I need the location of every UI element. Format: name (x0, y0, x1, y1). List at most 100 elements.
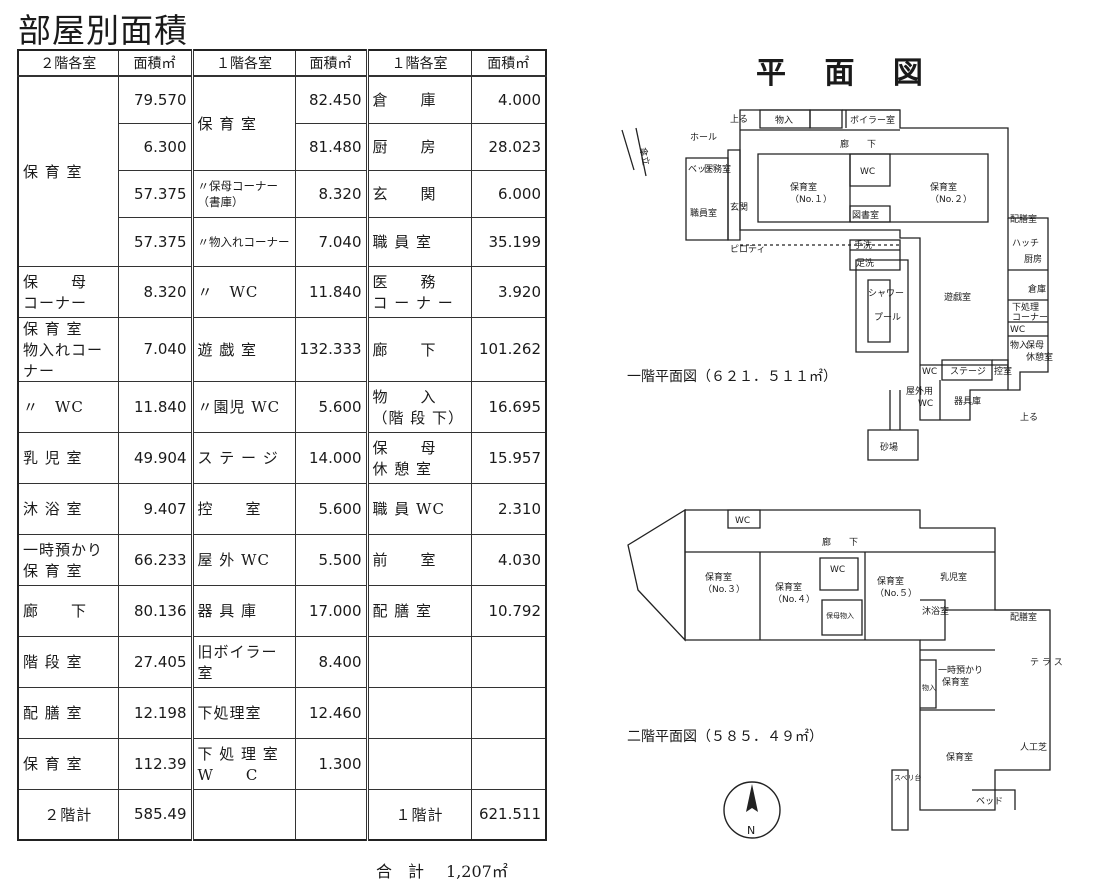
floor2-room-name: 一時預かり保 育 室 (17, 533, 119, 586)
floor1a-room-name: 〃物入れコーナー (190, 216, 296, 267)
tearai-label: 手洗 (854, 239, 872, 251)
hoiku1-label: 保育室 (790, 181, 817, 193)
floor1b-room-area (470, 686, 547, 739)
f2-wc2-label: WC (830, 565, 845, 575)
floor1b-room-area: 101.262 (470, 316, 547, 382)
wc2-label: WC (1010, 325, 1025, 335)
floor2-room-name: 沐 浴 室 (17, 482, 119, 535)
bed-label: ベッド (688, 165, 715, 175)
no1-label: （No.１） (790, 194, 832, 205)
boiler-label: ボイラー室 (850, 114, 895, 126)
hoiku4-label: 保育室 (775, 581, 802, 593)
floor1b-room-name: 厨 房 (365, 122, 472, 171)
floor2-room-area: 8.320 (117, 265, 193, 318)
floor1b-room-name: 医 務コ ー ナ ー (365, 265, 472, 318)
floor1b-room-area (470, 635, 547, 688)
floor1b-room-area: 10.792 (470, 584, 547, 637)
library-label: 図書室 (852, 209, 879, 221)
floor1b-room-name (365, 686, 472, 739)
kigu-label: 器具庫 (954, 395, 981, 407)
floor2-total-value: 585.49 (117, 788, 193, 841)
floor1-plan (621, 109, 1049, 461)
floor1a-room-area: 14.000 (294, 431, 368, 484)
hikae-label: 控室 (994, 365, 1012, 377)
floor2-room-name: 保 母コーナー (17, 265, 119, 318)
f2-monoire-label: 物入 (922, 683, 936, 692)
f2-bed-label: ベッド (976, 797, 1003, 807)
floor2-room-area: 6.300 (117, 122, 193, 171)
floor1b-room-area: 4.000 (470, 75, 547, 124)
floor1a-room-area: 7.040 (294, 216, 368, 267)
terrace-label: テ ラ ス (1030, 657, 1063, 668)
floor1b-room-area: 28.023 (470, 122, 547, 171)
floor2-room-name: 保 育 室 (17, 737, 119, 790)
header-floor1a-room: １階各室 (190, 49, 296, 77)
hoiku2-label: 保育室 (930, 181, 957, 193)
floor1a-room-name: 保 育 室 (190, 75, 296, 171)
floor2-labels: WC 廊 下 保育室 （No.３） 保育室 （No.４） WC 保育室 （No.… (703, 516, 1063, 807)
floor1b-room-name: 職 員 室 (365, 216, 472, 267)
floor1a-room-name: 下処理室 (190, 686, 296, 739)
floor1b-room-name: 倉 庫 (365, 75, 472, 124)
ashiarai-label: 足洗 (856, 257, 874, 269)
floor2-room-name: 配 膳 室 (17, 686, 119, 739)
kyukei-label: 休憩室 (1026, 351, 1053, 363)
floor2-area-label: 二階平面図（５８５．４９㎡） (627, 729, 823, 745)
header-floor2-room: ２階各室 (17, 49, 119, 77)
hoiku5-label: 保育室 (877, 575, 904, 587)
floor1b-room-name: 廊 下 (365, 316, 472, 382)
pool-label: プール (874, 312, 901, 323)
floor1b-room-name: 配 膳 室 (365, 584, 472, 637)
floor1-labels: 上る 物入 ボイラー室 ホール 廊 下 ベッド 医務室 保育室 （No.１） 保… (637, 114, 1053, 453)
genkan-label: 玄関 (730, 201, 748, 213)
floor1a-room-area: 132.333 (294, 316, 368, 382)
header-floor1b-area: 面積㎡ (470, 49, 547, 77)
hatch-label: ハッチ (1012, 238, 1039, 249)
floor1a-room-area: 5.500 (294, 533, 368, 586)
floor1b-room-name: 前 室 (365, 533, 472, 586)
no4-label: （No.４） (773, 594, 815, 605)
floor1a-room-name: ス テ ー ジ (190, 431, 296, 484)
floor1a-room-name: 旧ボイラー室 (190, 635, 296, 688)
plan-title: 平 面 図 (756, 56, 937, 91)
floor2-room-area: 57.375 (117, 216, 193, 267)
floor2-room-name: 〃 WC (17, 380, 119, 433)
floor1a-room-area: 1.300 (294, 737, 368, 790)
header-floor1a-area: 面積㎡ (294, 49, 368, 77)
floor1-total-value: 621.511 (470, 788, 547, 841)
no5-label: （No.５） (875, 588, 917, 599)
hobo-monoire-label: 保母物入 (826, 611, 854, 620)
floor1a-room-area: 17.000 (294, 584, 368, 637)
header-floor2-area: 面積㎡ (117, 49, 193, 77)
floor1-total-label: １階計 (365, 788, 472, 841)
floor2-room-name: 保 育 室物入れコーナー (17, 316, 119, 382)
monoire2-label: 物入 (1010, 339, 1028, 351)
okugai-label: 屋外用 (906, 385, 933, 397)
kasa-label: 傘立 (637, 146, 652, 166)
floor2-room-area: 27.405 (117, 635, 193, 688)
floor1b-room-name: 職 員 WC (365, 482, 472, 535)
table-header-row: ２階各室 面積㎡ １階各室 面積㎡ １階各室 面積㎡ (17, 49, 547, 77)
header-floor1b-room: １階各室 (365, 49, 472, 77)
imu-label: 医務室 (704, 163, 731, 175)
floor2-room-area: 7.040 (117, 316, 193, 382)
ichiji-label: 一時預かり (938, 665, 983, 676)
north-arrow-icon: N (723, 781, 781, 839)
floor1b-room-area (470, 737, 547, 790)
floor1a-room-area: 11.840 (294, 265, 368, 318)
floor2-plan (627, 508, 1051, 831)
shokuin-label: 職員室 (690, 207, 717, 219)
floor2-room-area: 57.375 (117, 169, 193, 218)
floor2-room-name: 乳 児 室 (17, 431, 119, 484)
floor1a-room-area: 82.450 (294, 75, 368, 124)
floor1a-room-name: 〃保母コーナー（書庫） (190, 169, 296, 218)
floor2-room-name: 保 育 室 (17, 75, 119, 267)
